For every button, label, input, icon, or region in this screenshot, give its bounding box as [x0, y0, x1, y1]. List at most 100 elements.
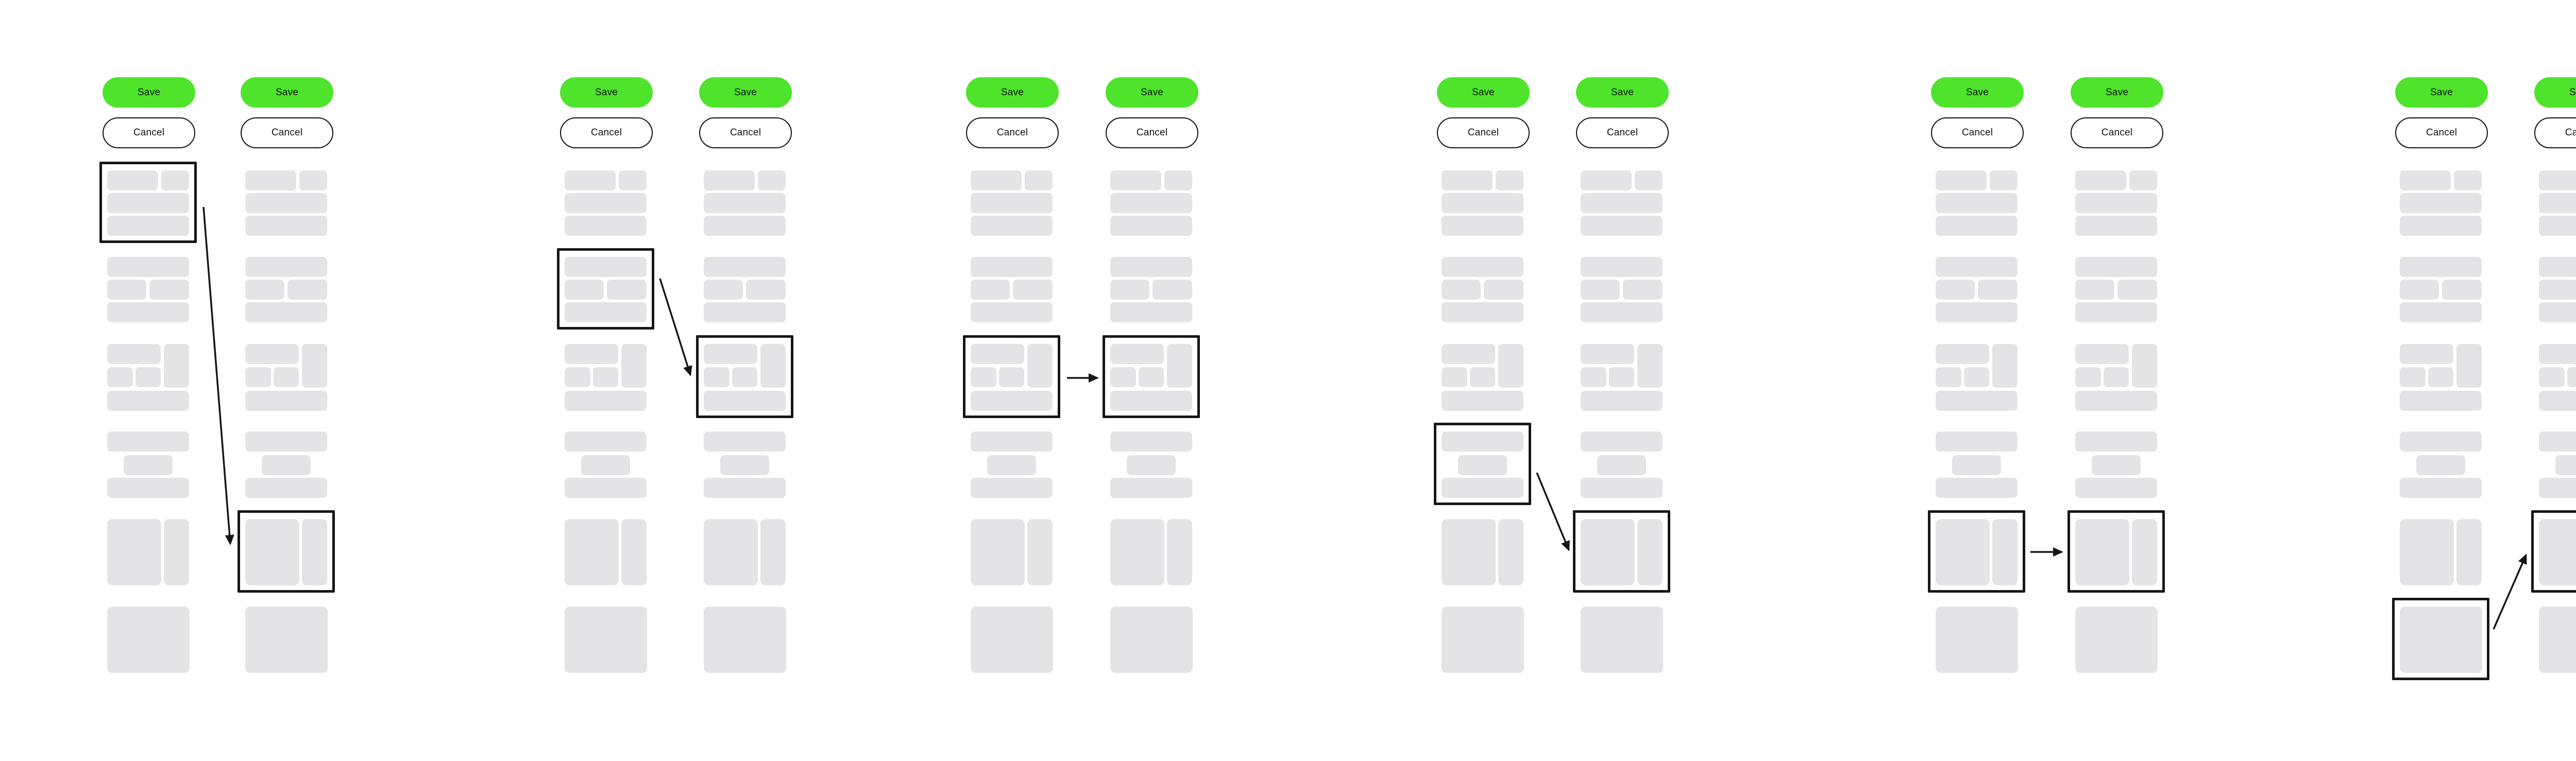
- thumbnail-card-text-with-side-media[interactable]: [565, 344, 647, 411]
- thumbnail-card-text-with-side-media[interactable]: [2400, 344, 2482, 411]
- thumbnail-card-text-with-side-media[interactable]: [1936, 344, 2018, 411]
- thumbnail-card-paragraph-with-two-chips[interactable]: [704, 257, 786, 322]
- thumbnail-card-large-media-block[interactable]: [565, 607, 647, 673]
- thumbnail-card-two-column-media[interactable]: [2400, 519, 2482, 585]
- thumbnail-card-two-column-media[interactable]: [1936, 519, 2018, 585]
- thumbnail-card-two-column-media[interactable]: [565, 519, 647, 585]
- thumbnail-card-text-with-side-media[interactable]: [1442, 344, 1524, 411]
- thumbnail-card-paragraph-with-two-chips[interactable]: [245, 257, 328, 322]
- save-button[interactable]: Save: [103, 77, 195, 108]
- thumbnail-card-two-column-media[interactable]: [971, 519, 1053, 585]
- cancel-button[interactable]: Cancel: [2534, 117, 2576, 148]
- placeholder-block: [2416, 455, 2465, 475]
- thumbnail-card-header-title-with-meta[interactable]: [2400, 170, 2482, 236]
- save-button[interactable]: Save: [699, 77, 792, 108]
- save-button[interactable]: Save: [1437, 77, 1530, 108]
- thumbnail-card-large-media-block[interactable]: [1442, 607, 1524, 673]
- thumbnail-card-centered-text-block[interactable]: [971, 431, 1053, 498]
- save-button[interactable]: Save: [1106, 77, 1198, 108]
- cancel-button[interactable]: Cancel: [560, 117, 653, 148]
- thumbnail-card-text-with-side-media[interactable]: [704, 344, 786, 411]
- thumbnail-card-two-column-media[interactable]: [2075, 519, 2158, 585]
- thumbnail-card-header-title-with-meta[interactable]: [1442, 170, 1524, 236]
- save-button[interactable]: Save: [1576, 77, 1669, 108]
- thumbnail-card-centered-text-block[interactable]: [1442, 431, 1524, 498]
- thumbnail-card-large-media-block[interactable]: [2539, 607, 2576, 673]
- thumbnail-card-text-with-side-media[interactable]: [245, 344, 328, 411]
- thumbnail-card-paragraph-with-two-chips[interactable]: [1442, 257, 1524, 322]
- selection-outline-source: [2392, 598, 2489, 680]
- thumbnail-card-large-media-block[interactable]: [971, 607, 1053, 673]
- thumbnail-card-text-with-side-media[interactable]: [107, 344, 190, 411]
- cancel-button[interactable]: Cancel: [1576, 117, 1669, 148]
- thumbnail-card-centered-text-block[interactable]: [1581, 431, 1663, 498]
- thumbnail-card-two-column-media[interactable]: [1581, 519, 1663, 585]
- thumbnail-card-paragraph-with-two-chips[interactable]: [1110, 257, 1193, 322]
- cancel-button[interactable]: Cancel: [103, 117, 195, 148]
- thumbnail-card-header-title-with-meta[interactable]: [1936, 170, 2018, 236]
- save-button[interactable]: Save: [966, 77, 1059, 108]
- thumbnail-card-large-media-block[interactable]: [245, 607, 328, 673]
- cancel-button[interactable]: Cancel: [1437, 117, 1530, 148]
- thumbnail-card-paragraph-with-two-chips[interactable]: [2539, 257, 2576, 322]
- cancel-button[interactable]: Cancel: [241, 117, 333, 148]
- thumbnail-card-two-column-media[interactable]: [245, 519, 328, 585]
- thumbnail-card-two-column-media[interactable]: [2539, 519, 2576, 585]
- thumbnail-card-centered-text-block[interactable]: [107, 431, 190, 498]
- thumbnail-card-header-title-with-meta[interactable]: [971, 170, 1053, 236]
- thumbnail-card-centered-text-block[interactable]: [1110, 431, 1193, 498]
- thumbnail-card-large-media-block[interactable]: [704, 607, 786, 673]
- thumbnail-card-large-media-block[interactable]: [2075, 607, 2158, 673]
- thumbnail-card-paragraph-with-two-chips[interactable]: [1581, 257, 1663, 322]
- thumbnail-card-text-with-side-media[interactable]: [1581, 344, 1663, 411]
- thumbnail-card-paragraph-with-two-chips[interactable]: [107, 257, 190, 322]
- thumbnail-card-paragraph-with-two-chips[interactable]: [971, 257, 1053, 322]
- thumbnail-card-header-title-with-meta[interactable]: [565, 170, 647, 236]
- cancel-button[interactable]: Cancel: [699, 117, 792, 148]
- thumbnail-card-two-column-media[interactable]: [1442, 519, 1524, 585]
- cancel-button[interactable]: Cancel: [1931, 117, 2024, 148]
- thumbnail-card-centered-text-block[interactable]: [704, 431, 786, 498]
- cancel-button[interactable]: Cancel: [1106, 117, 1198, 148]
- thumbnail-card-large-media-block[interactable]: [107, 607, 190, 673]
- thumbnail-card-paragraph-with-two-chips[interactable]: [2400, 257, 2482, 322]
- thumbnail-card-header-title-with-meta[interactable]: [1110, 170, 1193, 236]
- thumbnail-card-large-media-block[interactable]: [2400, 607, 2482, 673]
- thumbnail-card-paragraph-with-two-chips[interactable]: [565, 257, 647, 322]
- thumbnail-card-centered-text-block[interactable]: [1936, 431, 2018, 498]
- thumbnail-card-text-with-side-media[interactable]: [971, 344, 1053, 411]
- thumbnail-card-centered-text-block[interactable]: [565, 431, 647, 498]
- thumbnail-card-header-title-with-meta[interactable]: [245, 170, 328, 236]
- thumbnail-card-large-media-block[interactable]: [1581, 607, 1663, 673]
- placeholder-block: [1498, 519, 1523, 585]
- thumbnail-card-two-column-media[interactable]: [1110, 519, 1193, 585]
- save-button[interactable]: Save: [1931, 77, 2024, 108]
- thumbnail-card-header-title-with-meta[interactable]: [2075, 170, 2158, 236]
- save-button[interactable]: Save: [560, 77, 653, 108]
- thumbnail-card-header-title-with-meta[interactable]: [1581, 170, 1663, 236]
- placeholder-block: [704, 257, 786, 277]
- thumbnail-card-text-with-side-media[interactable]: [2075, 344, 2158, 411]
- thumbnail-card-two-column-media[interactable]: [107, 519, 190, 585]
- thumbnail-card-centered-text-block[interactable]: [2539, 431, 2576, 498]
- save-button[interactable]: Save: [2534, 77, 2576, 108]
- thumbnail-card-centered-text-block[interactable]: [2075, 431, 2158, 498]
- cancel-button[interactable]: Cancel: [2071, 117, 2163, 148]
- thumbnail-card-large-media-block[interactable]: [1110, 607, 1193, 673]
- cancel-button[interactable]: Cancel: [966, 117, 1059, 148]
- thumbnail-card-centered-text-block[interactable]: [245, 431, 328, 498]
- cancel-button[interactable]: Cancel: [2395, 117, 2488, 148]
- save-button[interactable]: Save: [241, 77, 333, 108]
- thumbnail-card-text-with-side-media[interactable]: [1110, 344, 1193, 411]
- thumbnail-card-large-media-block[interactable]: [1936, 607, 2018, 673]
- thumbnail-card-header-title-with-meta[interactable]: [2539, 170, 2576, 236]
- save-button[interactable]: Save: [2071, 77, 2163, 108]
- thumbnail-card-paragraph-with-two-chips[interactable]: [1936, 257, 2018, 322]
- thumbnail-card-header-title-with-meta[interactable]: [107, 170, 190, 236]
- thumbnail-card-two-column-media[interactable]: [704, 519, 786, 585]
- thumbnail-card-paragraph-with-two-chips[interactable]: [2075, 257, 2158, 322]
- thumbnail-card-text-with-side-media[interactable]: [2539, 344, 2576, 411]
- save-button[interactable]: Save: [2395, 77, 2488, 108]
- thumbnail-card-header-title-with-meta[interactable]: [704, 170, 786, 236]
- thumbnail-card-centered-text-block[interactable]: [2400, 431, 2482, 498]
